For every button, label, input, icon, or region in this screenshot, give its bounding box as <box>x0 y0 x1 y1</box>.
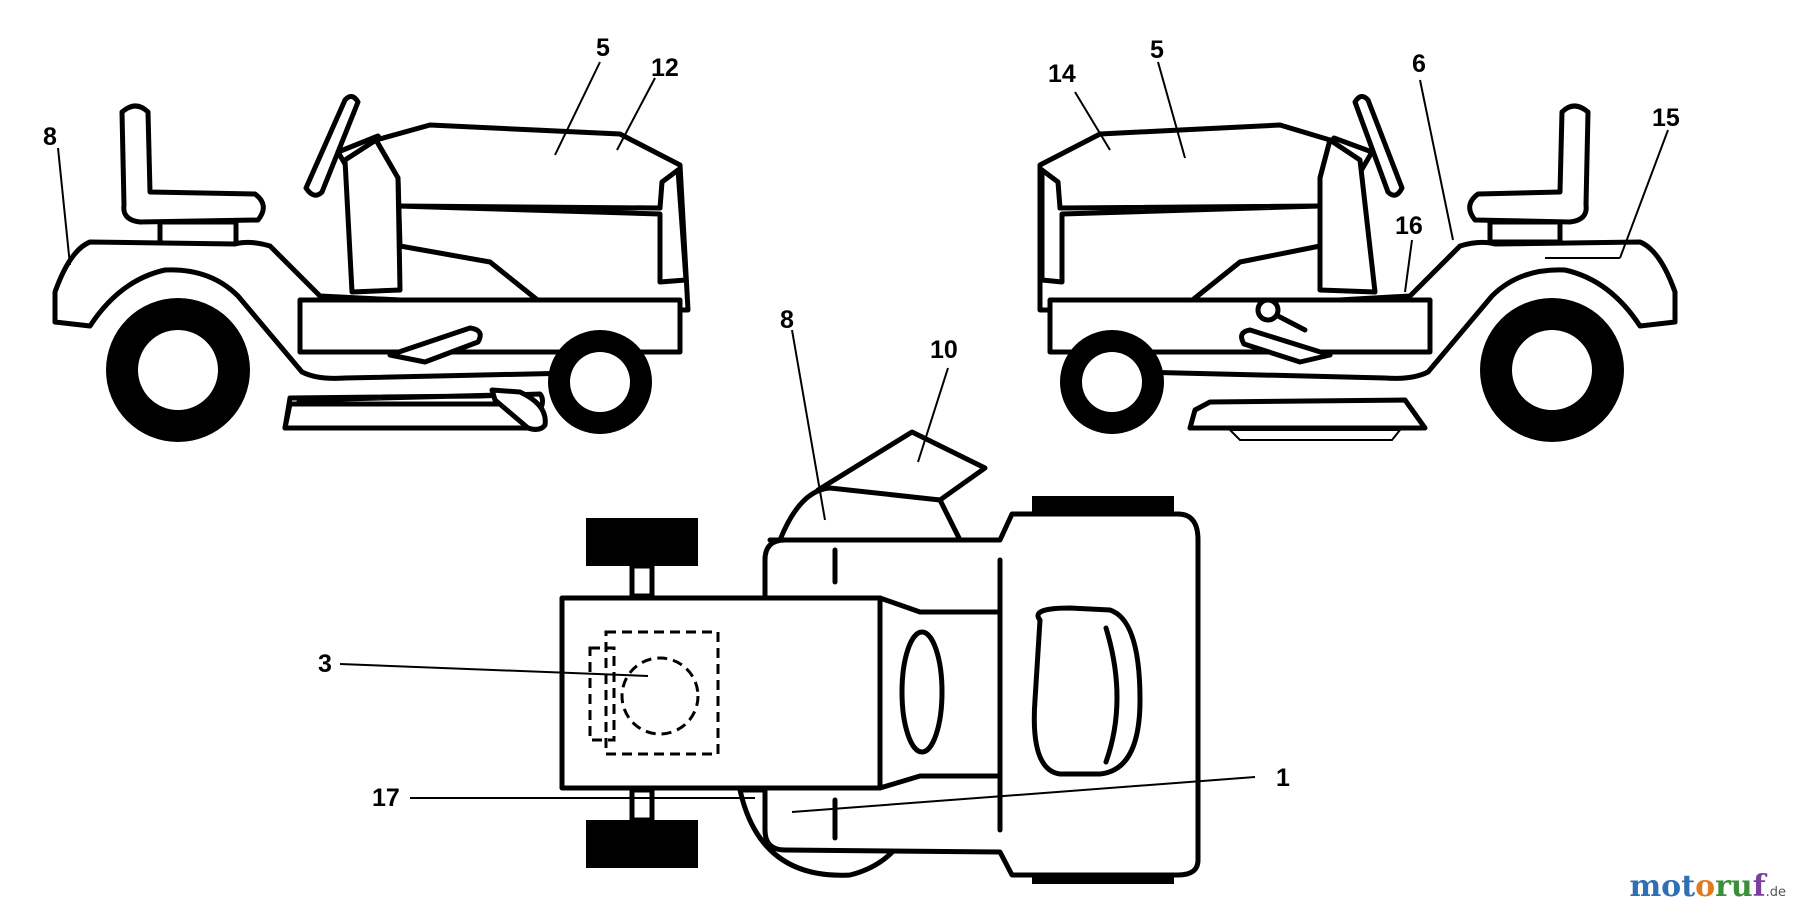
callout-14-right: 14 <box>1048 60 1076 88</box>
callout-3-top: 3 <box>318 650 332 678</box>
leader-16-right <box>1404 239 1413 293</box>
fender-top <box>559 595 883 791</box>
callout-8-top: 8 <box>780 306 794 334</box>
front-hub-right <box>1082 352 1142 412</box>
engine-outline-top-b <box>588 646 616 742</box>
hood-panel-left <box>395 167 689 285</box>
watermark-tld: .de <box>1765 885 1786 900</box>
dash-left <box>342 137 403 295</box>
rear-tire-top-lower <box>586 820 698 868</box>
lift-lever-right <box>1275 313 1308 333</box>
deck-bump-top-upper <box>777 485 963 543</box>
axle-top-upper <box>629 563 655 599</box>
leader-6-right <box>1419 79 1454 241</box>
leader-5-left <box>554 61 601 156</box>
hood-left <box>373 122 691 313</box>
leader-10-top <box>917 367 949 463</box>
watermark-logo: motoruf.de <box>1629 869 1786 904</box>
mower-deck-body-left <box>282 398 533 431</box>
callout-16-right: 16 <box>1395 212 1423 240</box>
engine-cap-top <box>620 656 700 736</box>
leader-15-right <box>1619 129 1669 259</box>
steering-wheel-left <box>303 94 361 198</box>
callout-8-left: 8 <box>43 123 57 151</box>
callout-6-right: 6 <box>1412 50 1426 78</box>
rear-tire-top-upper <box>586 518 698 566</box>
grille-curve-top <box>1103 625 1120 765</box>
rear-hub-right <box>1512 330 1592 410</box>
callout-5-left: 5 <box>596 34 610 62</box>
seat-left <box>119 103 266 225</box>
callout-10-top: 10 <box>930 336 958 364</box>
callout-17-top: 17 <box>372 784 400 812</box>
dash-right <box>1317 137 1378 295</box>
front-tire-top-upper <box>1032 496 1174 516</box>
watermark-part-b: o <box>1695 869 1716 904</box>
front-hub-left <box>570 352 630 412</box>
deck-skirt-right <box>1227 429 1403 441</box>
discharge-chute-left <box>489 387 548 432</box>
axle-top-lower <box>629 787 655 823</box>
tractor-top-view: 8 10 3 17 1 <box>318 306 1290 884</box>
hood-panel-right <box>1039 167 1323 285</box>
watermark-part-d: f <box>1752 869 1766 904</box>
leader-5-right <box>1157 61 1186 159</box>
steering-top <box>899 629 945 755</box>
steering-wheel-right <box>1352 94 1405 198</box>
leader-3-top <box>339 663 649 677</box>
callout-1-top: 1 <box>1276 764 1290 792</box>
tractor-left-view: 8 5 12 <box>43 34 691 442</box>
rear-hub-left <box>138 330 218 410</box>
watermark-part-a: mot <box>1629 869 1696 904</box>
hood-right <box>1037 122 1333 313</box>
frame-right <box>1047 297 1433 355</box>
watermark-part-c: ru <box>1715 869 1753 904</box>
leader-12-left <box>616 77 656 151</box>
mower-deck-right <box>1187 397 1428 431</box>
footrest-right <box>1239 327 1333 365</box>
leader-14-right <box>1074 91 1111 151</box>
engine-outline-top <box>604 630 720 756</box>
seat-right <box>1467 103 1591 225</box>
tractor-right-view: 14 5 6 15 16 <box>1037 36 1680 442</box>
callout-15-right: 15 <box>1652 104 1680 132</box>
callout-12-left: 12 <box>651 54 679 82</box>
grille-top <box>1031 605 1143 777</box>
leader-8-top <box>791 329 826 521</box>
leader-1-top <box>791 776 1256 813</box>
callout-5-right: 5 <box>1150 36 1164 64</box>
footrest-left <box>387 325 483 365</box>
leader-8-left <box>57 147 71 266</box>
lift-lever-knob-right <box>1255 297 1281 323</box>
seat-post-right <box>1487 219 1563 245</box>
